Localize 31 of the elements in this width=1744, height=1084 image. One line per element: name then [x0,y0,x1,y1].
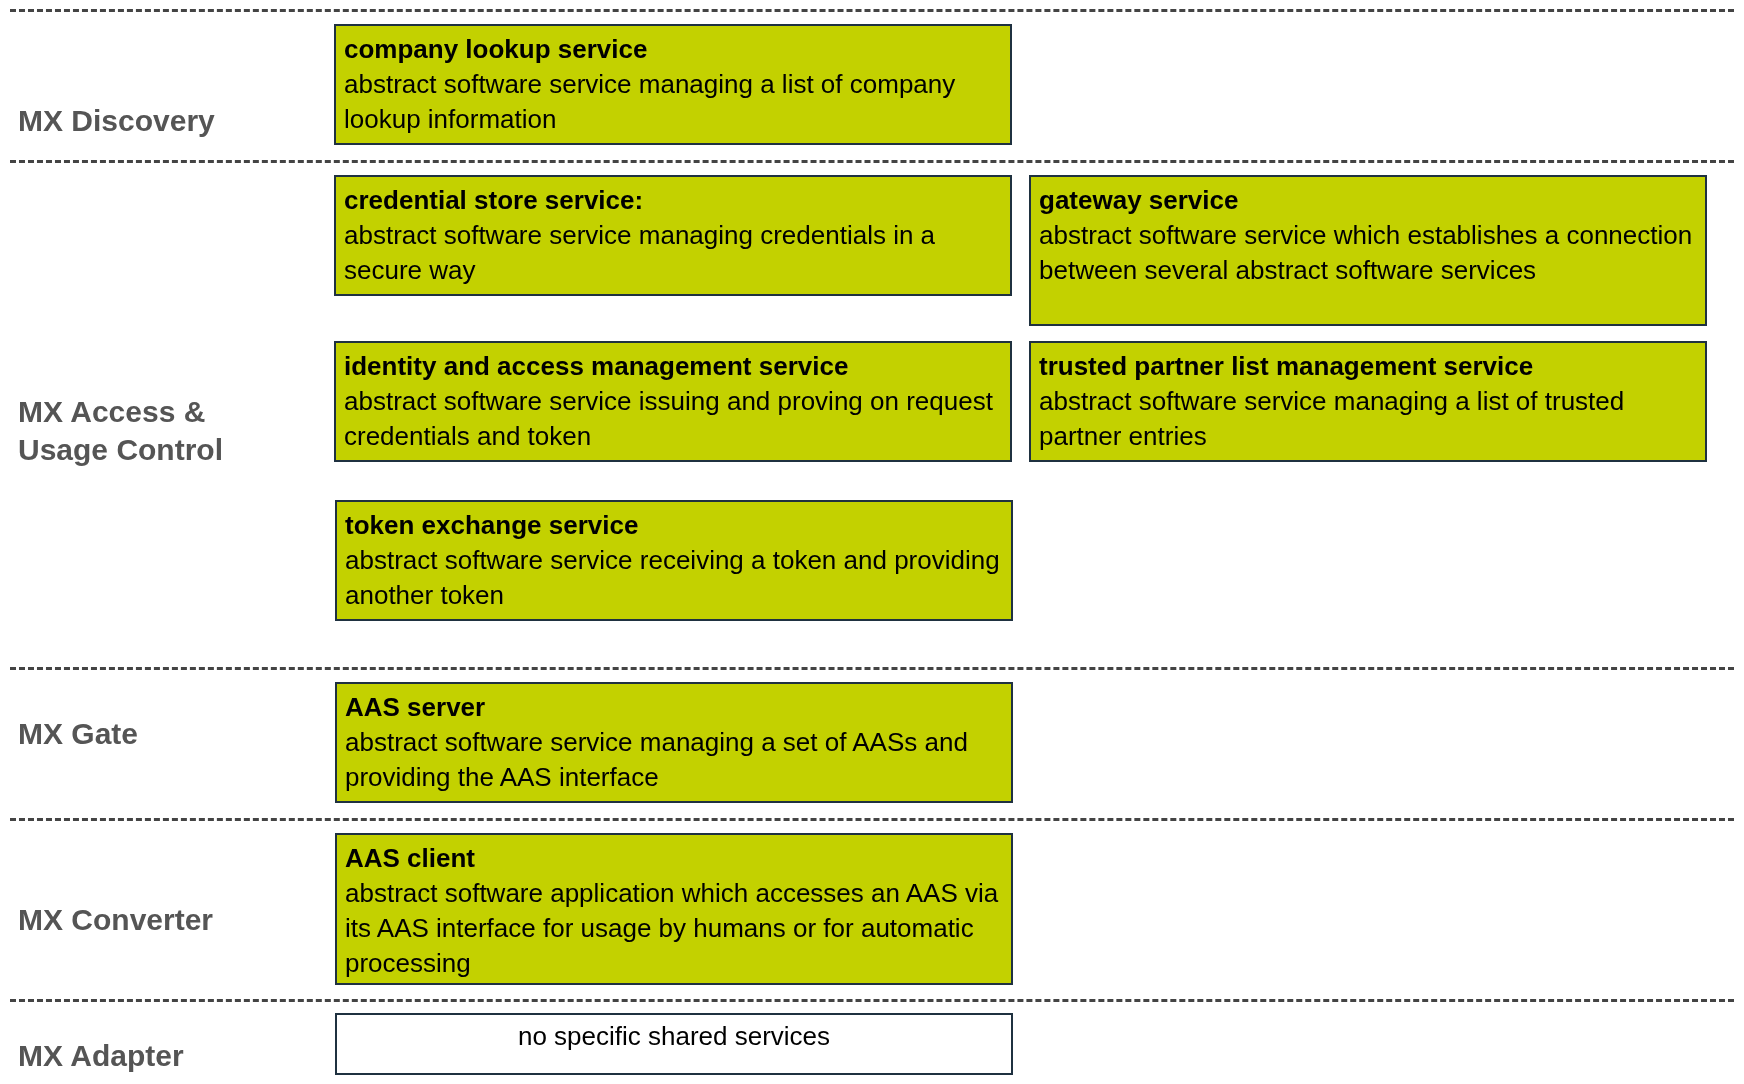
note-box [335,1013,1013,1075]
service-box [334,24,1012,145]
lane-label: MX Adapter [18,1038,185,1074]
lane-label: MX Access & Usage Control [18,394,225,468]
service-box [334,175,1012,296]
box-title: AAS client [345,842,477,875]
box-title: trusted partner list management service [1039,350,1535,383]
service-box [334,341,1012,462]
box-description: abstract software service which establishes a connection between several abstract software services [1039,219,1694,287]
box-description: abstract software service managing a list of trusted partner entries [1039,385,1626,453]
lane-label: MX Discovery [18,103,216,139]
lane-label: MX Gate [18,716,140,752]
box-title: credential store service: [344,184,645,217]
box-description: abstract software service managing a list of company lookup information [344,68,957,136]
service-box [335,833,1013,985]
service-box [1029,341,1707,462]
box-text: no specific shared services [516,1021,832,1051]
box-description: abstract software service managing a set of AASs and providing the AAS interface [345,726,969,794]
box-description: abstract software service managing credentials in a secure way [344,219,937,287]
box-description: abstract software application which accesses an AAS via its AAS interface for usage by humans or for automatic processing [345,877,1000,980]
service-box [1029,175,1707,326]
lane-label: MX Converter [18,902,215,938]
box-title: gateway service [1039,184,1240,217]
box-title: company lookup service [344,33,649,66]
box-title: AAS server [345,691,487,724]
box-title: identity and access management service [344,350,850,383]
box-description: abstract software service receiving a token and providing another token [345,544,1001,612]
service-box [335,682,1013,803]
box-title: token exchange service [345,509,640,542]
service-box [335,500,1013,621]
box-description: abstract software service issuing and proving on request credentials and token [344,385,994,453]
